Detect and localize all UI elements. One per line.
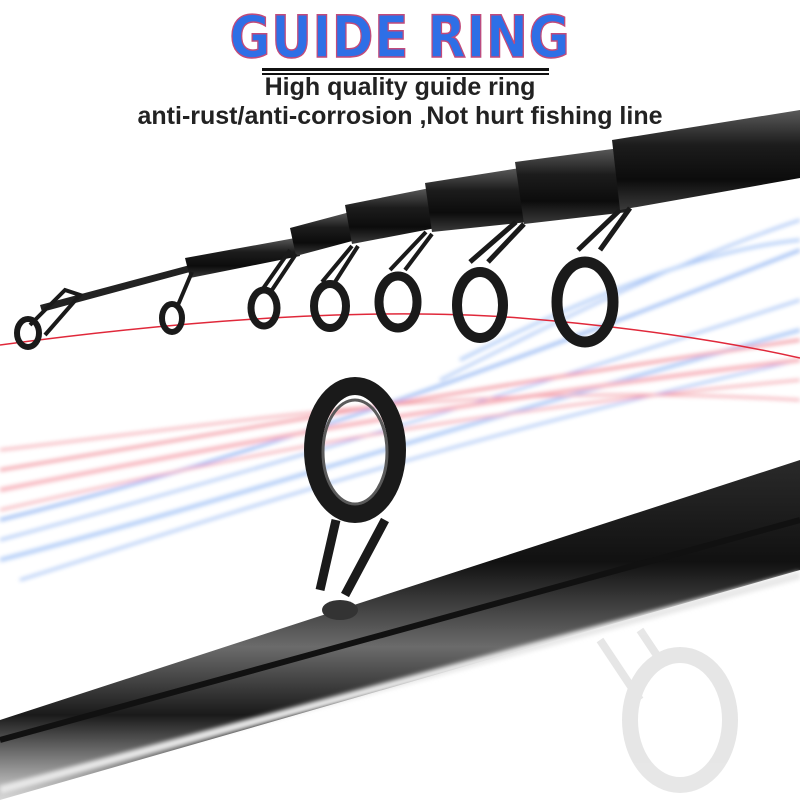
title-underline-top	[262, 68, 549, 71]
reflection-ring	[596, 627, 738, 793]
subtitle-line-1: High quality guide ring	[264, 73, 536, 101]
featured-guide-ring	[304, 377, 406, 598]
fishing-line	[0, 313, 800, 359]
guide-rings-top	[14, 206, 633, 350]
headline-title: GUIDE RING	[229, 3, 571, 71]
rod-blank-closeup	[0, 460, 800, 800]
flow-lines-decoration	[0, 219, 800, 581]
telescopic-rod	[40, 110, 800, 312]
subtitle-line-2: anti-rust/anti-corrosion ,Not hurt fishi…	[137, 102, 663, 130]
title-underline-bottom	[262, 73, 549, 75]
